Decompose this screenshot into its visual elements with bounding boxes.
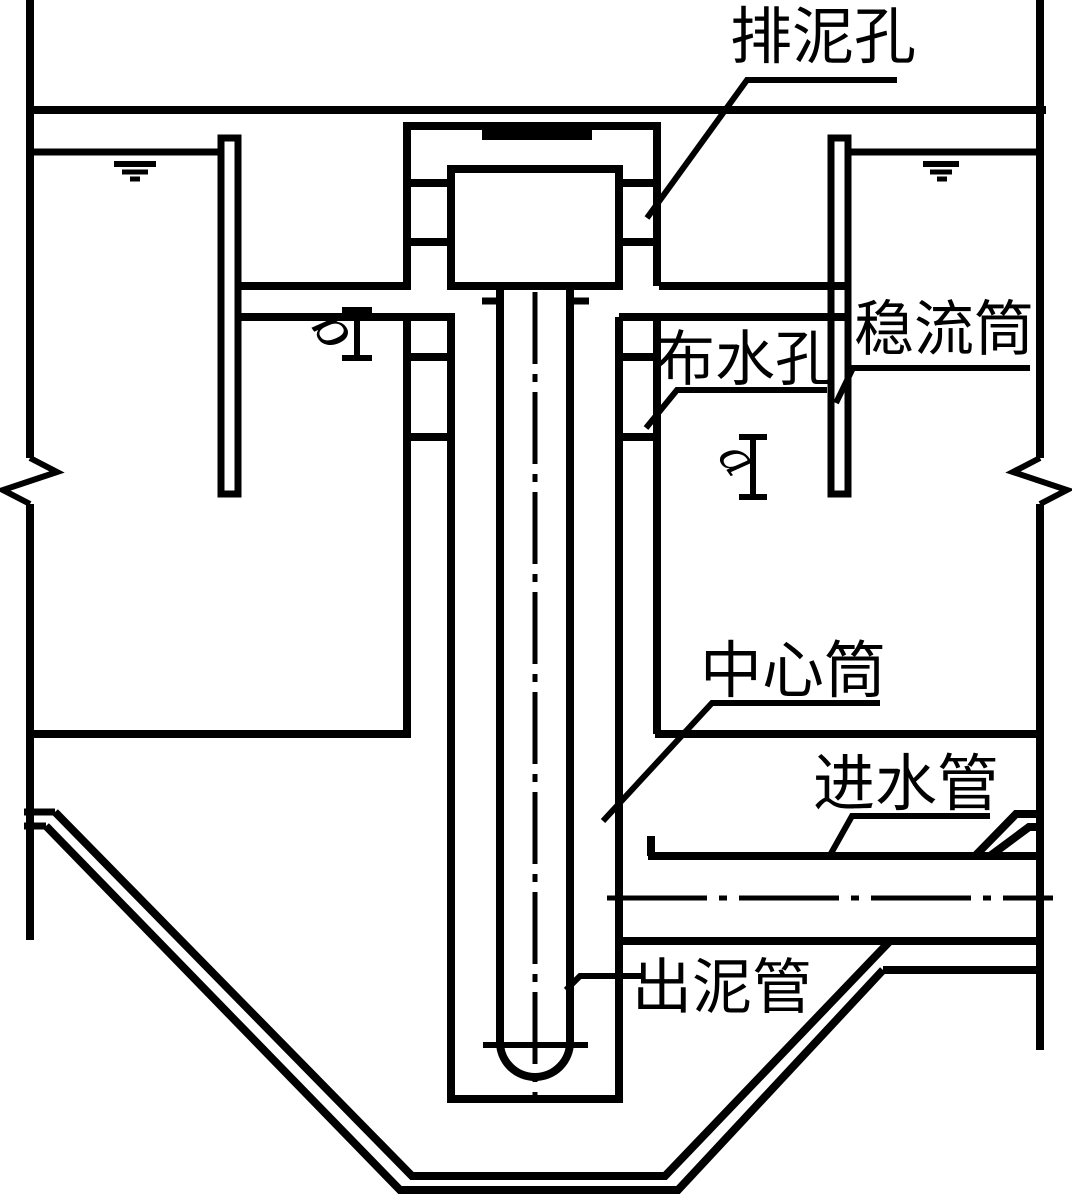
- label-center-cylinder: 中心筒: [700, 634, 886, 707]
- sludge-hopper: [24, 812, 1037, 1190]
- leader-water-distribution-hole: [646, 390, 827, 428]
- inlet-pipe-assembly: [607, 814, 1053, 941]
- label-flow-stabilizer: 稳流筒: [854, 295, 1034, 365]
- label-sludge-discharge-hole: 排泥孔: [730, 0, 916, 73]
- label-water-distribution-hole: 布水孔: [655, 325, 835, 395]
- sludge-outlet-pipe: [483, 288, 588, 1096]
- annular-plates: [235, 286, 845, 317]
- water-level-icon: [923, 164, 959, 179]
- leader-inlet-pipe: [829, 816, 990, 857]
- leader-flow-stabilizer: [836, 368, 1030, 403]
- inlet-pipe-bend-outer: [975, 814, 1040, 856]
- left-wall-break-icon: [3, 458, 57, 504]
- label-sludge-outlet-pipe: 出泥管: [632, 953, 812, 1023]
- right-wall-break-icon: [1013, 458, 1067, 504]
- label-inlet-pipe: 进水管: [813, 747, 999, 820]
- center-cylinder-head: [451, 169, 619, 286]
- water-level-icon: [114, 164, 156, 179]
- dimension-letter-b: b: [299, 297, 370, 361]
- center-column-lower-section: [407, 317, 657, 1099]
- center-column-top-section: [403, 122, 661, 286]
